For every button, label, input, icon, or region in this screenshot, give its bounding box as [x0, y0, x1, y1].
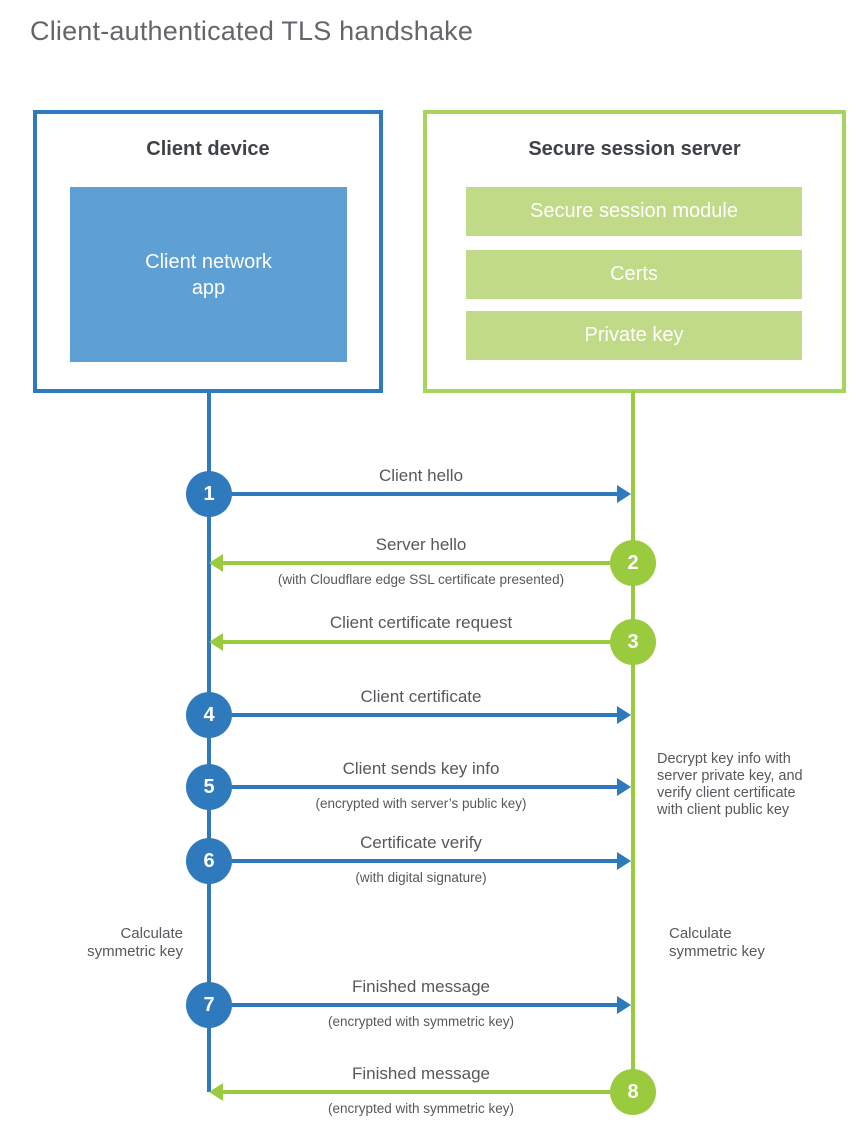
arrow-left-icon — [209, 1083, 610, 1101]
message-sublabel: (encrypted with symmetric key) — [327, 1014, 515, 1029]
note-line: server private key, and — [657, 768, 803, 784]
step-circle: 1 — [186, 471, 232, 517]
note-line: Decrypt key info with — [657, 751, 791, 767]
message-sublabel: (encrypted with symmetric key) — [327, 1101, 515, 1116]
step-number: 7 — [203, 993, 215, 1016]
step-number: 3 — [627, 630, 639, 653]
step-circle: 4 — [186, 692, 232, 738]
arrow-right-icon — [232, 996, 631, 1014]
message-label: Client certificate request — [329, 613, 513, 632]
module-certs: Certs — [466, 250, 802, 299]
message-sublabel: (encrypted with server’s public key) — [315, 796, 527, 811]
note-line: Calculate — [120, 925, 183, 942]
arrow-right-icon — [232, 852, 631, 870]
step-number: 8 — [627, 1080, 639, 1103]
client-network-app-box: Client network app — [70, 187, 347, 362]
arrow-right-icon — [232, 485, 631, 503]
note-line: Calculate — [669, 925, 732, 942]
calculate-symmetric-key-note-server: Calculate symmetric key — [669, 925, 809, 960]
step-circle: 8 — [610, 1069, 656, 1115]
step-circle: 2 — [610, 540, 656, 586]
message-label: Client hello — [378, 466, 464, 485]
message-label: Finished message — [352, 977, 490, 996]
step-circle: 5 — [186, 764, 232, 810]
calculate-symmetric-key-note-client: Calculate symmetric key — [43, 925, 183, 960]
message-label: Client sends key info — [342, 759, 500, 778]
arrow-right-icon — [232, 706, 631, 724]
note-line: symmetric key — [669, 942, 765, 960]
client-network-app-label: Client network app — [145, 250, 272, 299]
note-line: with client public key — [657, 802, 790, 818]
message-label: Certificate verify — [360, 833, 482, 852]
secure-session-server-title: Secure session server — [528, 138, 741, 160]
arrow-left-icon — [209, 633, 610, 651]
module-private-key: Private key — [466, 311, 802, 360]
server-lifeline — [631, 391, 635, 1092]
message-sublabel: (with Cloudflare edge SSL certificate pr… — [277, 572, 565, 587]
arrow-left-icon — [209, 554, 610, 572]
message-label: Client certificate — [360, 687, 482, 706]
note-line: symmetric key — [87, 942, 183, 960]
decrypt-key-info-note: Decrypt key info with server private key… — [657, 751, 837, 819]
message-label: Server hello — [375, 535, 467, 554]
step-number: 1 — [203, 482, 215, 505]
step-circle: 6 — [186, 838, 232, 884]
client-lifeline — [207, 391, 211, 1092]
step-number: 2 — [627, 551, 639, 574]
step-circle: 3 — [610, 619, 656, 665]
message-label: Finished message — [352, 1064, 490, 1083]
step-number: 4 — [203, 703, 215, 726]
module-secure-session: Secure session module — [466, 187, 802, 236]
message-sublabel: (with digital signature) — [355, 870, 487, 885]
module-private-key-label: Private key — [584, 324, 684, 346]
module-secure-session-label: Secure session module — [530, 200, 738, 222]
arrow-right-icon — [232, 778, 631, 796]
step-circle: 7 — [186, 982, 232, 1028]
page-title: Client-authenticated TLS handshake — [30, 16, 474, 46]
step-number: 5 — [203, 775, 215, 798]
client-device-title: Client device — [146, 138, 270, 160]
step-number: 6 — [203, 849, 215, 872]
module-certs-label: Certs — [610, 263, 658, 285]
note-line: verify client certificate — [657, 785, 796, 801]
